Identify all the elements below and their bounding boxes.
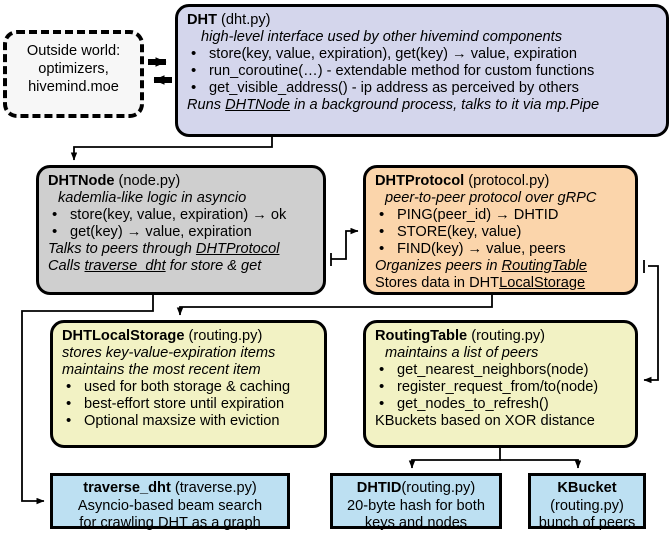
traverse-dht-title: traverse_dht (traverse.py) bbox=[58, 480, 282, 498]
outside-world-line-1: Outside world: bbox=[26, 43, 121, 59]
dhtlocalstorage-subtitle-1: stores key-value-expiration items bbox=[62, 344, 276, 361]
dht-bullet-3: get_visible_address() - ip address as pe… bbox=[187, 79, 659, 97]
node-dhtnode[interactable]: DHTNode (node.py) kademlia-like logic in… bbox=[36, 165, 326, 295]
dhtprotocol-title: DHTProtocol (protocol.py) bbox=[375, 173, 628, 190]
dht-subtitle: high-level interface used by other hivem… bbox=[201, 28, 562, 45]
dht-bullet-2: run_coroutine(…) - extendable method for… bbox=[187, 62, 659, 80]
dhtid-line-2: 20-byte hash for both bbox=[347, 497, 485, 514]
node-traverse-dht[interactable]: traverse_dht (traverse.py) Asyncio-based… bbox=[50, 473, 290, 531]
dhtprotocol-title-file: (protocol.py) bbox=[464, 173, 550, 189]
dhtnode-footer-link-traverse-dht[interactable]: traverse_dht bbox=[84, 257, 166, 274]
node-routingtable[interactable]: RoutingTable (routing.py) maintains a li… bbox=[363, 320, 638, 448]
dhtnode-bullet-2: get(key) → value, expiration bbox=[48, 223, 316, 241]
dhtnode-title: DHTNode (node.py) bbox=[48, 173, 316, 190]
dhtid-title: DHTID(routing.py) bbox=[338, 480, 494, 498]
kbucket-title: KBucket bbox=[536, 480, 638, 498]
node-kbucket[interactable]: KBucket (routing.py) bunch of peers bbox=[528, 473, 646, 531]
routingtable-bullet-list: get_nearest_neighbors(node) register_req… bbox=[375, 361, 628, 413]
edge-routingtable-to-dhtid bbox=[408, 446, 501, 469]
routingtable-bullet-1: get_nearest_neighbors(node) bbox=[375, 361, 628, 379]
dhtnode-title-name: DHTNode bbox=[48, 173, 115, 189]
dhtprotocol-footer-1-pre: Organizes peers in bbox=[375, 257, 502, 274]
dht-footer-pre: Runs bbox=[187, 96, 226, 113]
dhtprotocol-footer-link-routingtable[interactable]: RoutingTable bbox=[501, 257, 588, 274]
traverse-dht-title-file: (traverse.py) bbox=[170, 480, 257, 496]
routingtable-bullet-2: register_request_from/to(node) bbox=[375, 378, 628, 396]
node-dhtid[interactable]: DHTID(routing.py) 20-byte hash for both … bbox=[330, 473, 502, 531]
dhtlocalstorage-bullet-list: used for both storage & caching best-eff… bbox=[62, 378, 317, 430]
dhtnode-footer-1-pre: Talks to peers through bbox=[48, 240, 196, 257]
edge-dhtprotocol-to-dhtlocalstorage bbox=[176, 292, 493, 316]
traverse-dht-line-3: for crawling DHT as a graph bbox=[79, 515, 261, 531]
edge-dhtnode-to-dhtprotocol bbox=[330, 227, 359, 266]
dhtnode-footer-1: Talks to peers through DHTProtocol bbox=[48, 241, 316, 258]
dhtlocalstorage-title-name: DHTLocalStorage bbox=[62, 328, 185, 344]
dht-bullet-1: store(key, value, expiration), get(key) … bbox=[187, 45, 659, 63]
node-dhtprotocol[interactable]: DHTProtocol (protocol.py) peer-to-peer p… bbox=[363, 165, 638, 295]
dhtprotocol-bullet-1: PING(peer_id) → DHTID bbox=[375, 206, 628, 224]
dhtid-title-file: (routing.py) bbox=[401, 480, 476, 496]
node-outside-world[interactable]: Outside world: optimizers, hivemind.moe bbox=[3, 30, 144, 118]
routingtable-bullet-3: get_nodes_to_refresh() bbox=[375, 395, 628, 413]
dhtlocalstorage-title: DHTLocalStorage (routing.py) bbox=[62, 328, 317, 345]
dht-title-file: (dht.py) bbox=[217, 12, 271, 28]
dhtprotocol-footer-1: Organizes peers in RoutingTable bbox=[375, 258, 628, 275]
outside-world-line-3: hivemind.moe bbox=[28, 78, 119, 95]
edge-dhtnode-to-traverse-dht bbox=[21, 285, 154, 505]
dhtlocalstorage-bullet-3: Optional maxsize with eviction bbox=[62, 412, 317, 430]
dht-title: DHT (dht.py) bbox=[187, 12, 659, 29]
traverse-dht-line-2: Asyncio-based beam search bbox=[77, 497, 263, 514]
routingtable-title: RoutingTable (routing.py) bbox=[375, 328, 628, 345]
dhtnode-subtitle: kademlia-like logic in asyncio bbox=[58, 189, 247, 206]
dhtnode-footer-2: Calls traverse_dht for store & get bbox=[48, 258, 316, 275]
node-dht[interactable]: DHT (dht.py) high-level interface used b… bbox=[175, 4, 669, 137]
dhtnode-title-file: (node.py) bbox=[114, 173, 181, 189]
node-dhtlocalstorage[interactable]: DHTLocalStorage (routing.py) stores key-… bbox=[50, 320, 327, 448]
dht-footer: Runs DHTNode in a background process, ta… bbox=[187, 97, 659, 114]
dhtnode-bullet-list: store(key, value, expiration) → ok get(k… bbox=[48, 206, 316, 241]
routingtable-title-name: RoutingTable bbox=[375, 328, 468, 344]
dhtlocalstorage-bullet-2: best-effort store until expiration bbox=[62, 395, 317, 413]
dhtnode-bullet-1: store(key, value, expiration) → ok bbox=[48, 206, 316, 224]
dhtnode-footer-link-dhtprotocol[interactable]: DHTProtocol bbox=[195, 240, 280, 257]
dhtprotocol-bullet-3: FIND(key) → value, peers bbox=[375, 240, 628, 258]
outside-world-line-2: optimizers, bbox=[38, 60, 109, 77]
dhtprotocol-title-name: DHTProtocol bbox=[375, 173, 465, 189]
kbucket-title-name: KBucket bbox=[557, 480, 617, 496]
dhtlocalstorage-title-file: (routing.py) bbox=[184, 328, 263, 344]
dhtprotocol-subtitle: peer-to-peer protocol over gRPC bbox=[385, 189, 597, 206]
dhtprotocol-bullet-2: STORE(key, value) bbox=[375, 223, 628, 241]
dhtprotocol-footer-link-localstorage[interactable]: LocalStorage bbox=[499, 274, 586, 291]
traverse-dht-title-name: traverse_dht bbox=[83, 480, 171, 496]
routingtable-subtitle: maintains a list of peers bbox=[385, 344, 539, 361]
dht-footer-post: in a background process, talks to it via… bbox=[290, 96, 600, 113]
dht-footer-link-dhtnode[interactable]: DHTNode bbox=[225, 96, 291, 113]
edge-routingtable-to-kbucket bbox=[500, 459, 582, 469]
dhtprotocol-footer-2: Stores data in DHTLocalStorage bbox=[375, 275, 628, 292]
dhtlocalstorage-bullet-1: used for both storage & caching bbox=[62, 378, 317, 396]
dhtlocalstorage-subtitle-2: maintains the most recent item bbox=[62, 361, 261, 378]
dht-title-name: DHT bbox=[187, 12, 217, 28]
dhtid-title-name: DHTID bbox=[356, 480, 402, 496]
routingtable-title-file: (routing.py) bbox=[467, 328, 546, 344]
kbucket-line-2: (routing.py) bbox=[550, 497, 624, 514]
edge-dhtprotocol-to-routingtable bbox=[643, 260, 659, 384]
dhtnode-footer-2-pre: Calls bbox=[48, 257, 85, 274]
dht-bullet-list: store(key, value, expiration), get(key) … bbox=[187, 45, 659, 97]
kbucket-line-3: bunch of peers bbox=[538, 515, 636, 531]
dhtid-line-3: keys and nodes bbox=[364, 515, 468, 531]
dhtprotocol-footer-2-pre: Stores data in DHT bbox=[375, 274, 500, 291]
routingtable-footer: KBuckets based on XOR distance bbox=[375, 412, 595, 429]
dhtnode-footer-2-post: for store & get bbox=[165, 257, 262, 274]
dhtprotocol-bullet-list: PING(peer_id) → DHTID STORE(key, value) … bbox=[375, 206, 628, 258]
